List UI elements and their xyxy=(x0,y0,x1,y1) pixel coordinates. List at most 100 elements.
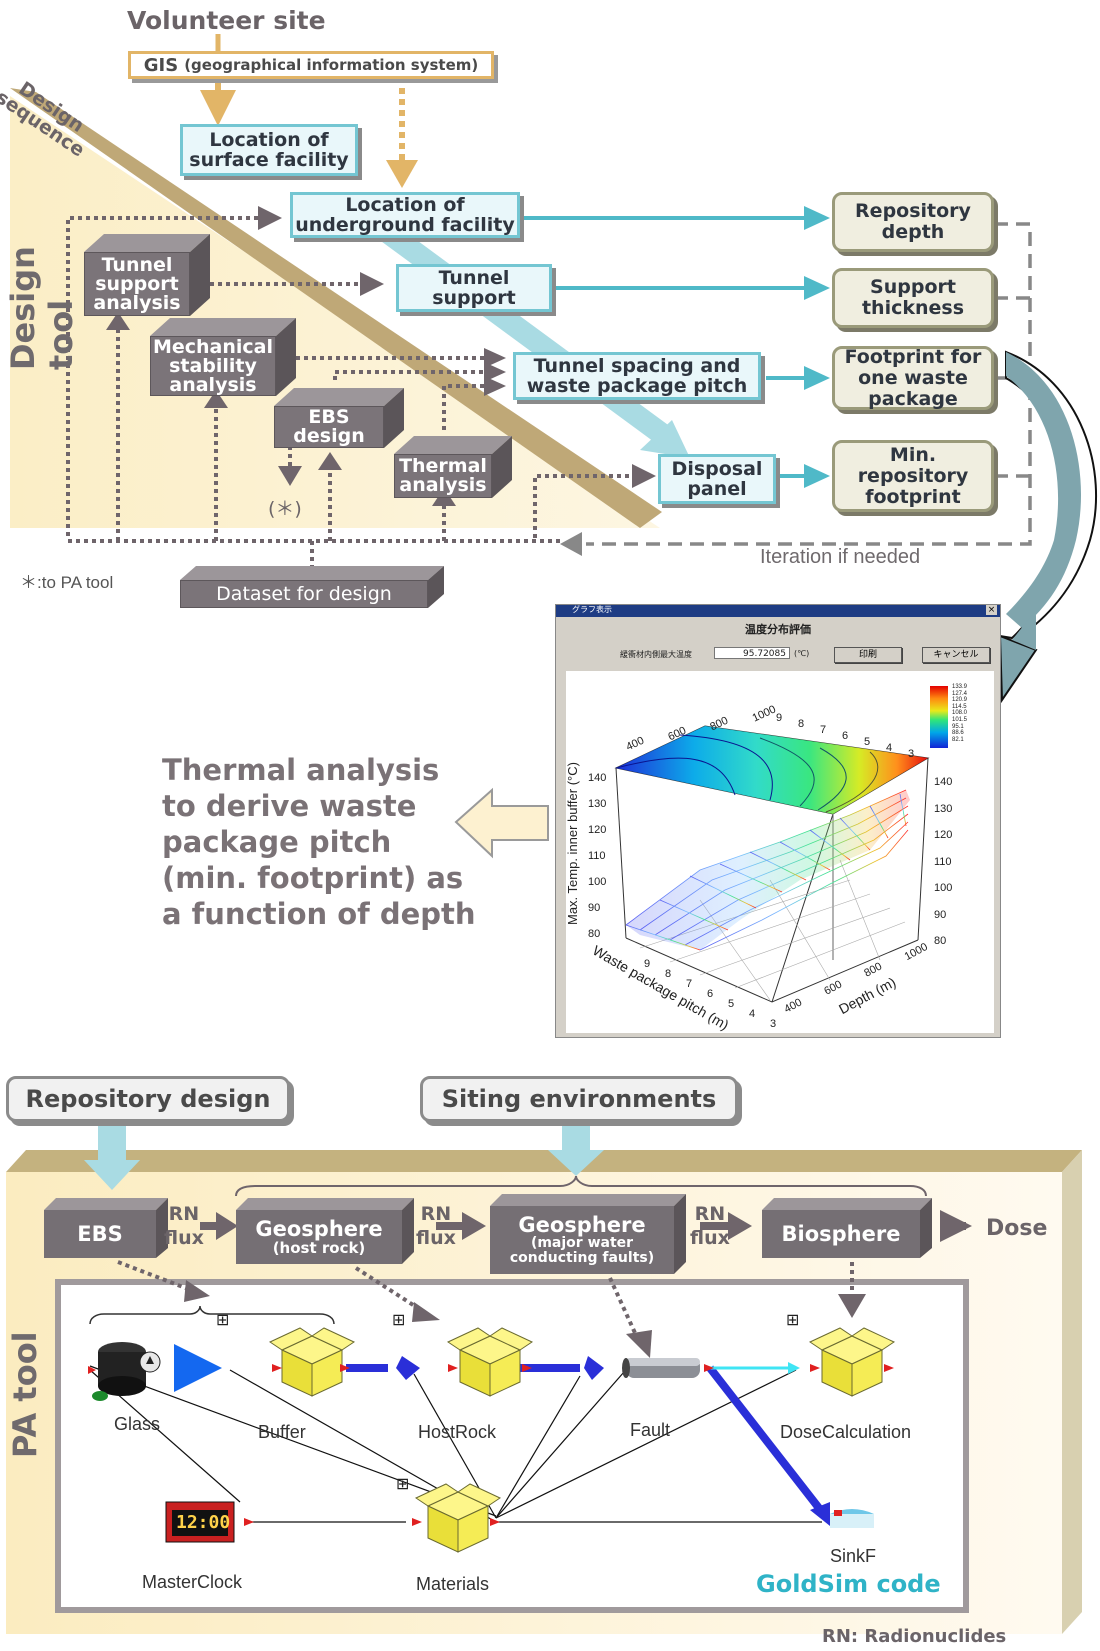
legend-tick-5: 101.5 xyxy=(952,717,968,723)
legend-tick-4: 108.0 xyxy=(952,710,968,717)
location-underground-box: Location of underground facility xyxy=(290,192,520,238)
cancel-button[interactable]: キャンセル xyxy=(922,647,990,663)
goldsim-code-label: GoldSim code xyxy=(756,1570,941,1598)
masterclock-label: MasterClock xyxy=(142,1572,243,1592)
y-tick-left-0: 140 xyxy=(588,772,607,784)
left-arrow xyxy=(454,787,549,859)
volunteer-site-label: Volunteer site xyxy=(127,6,326,35)
unit-label: (℃) xyxy=(794,649,810,658)
legend-tick-1: 127.4 xyxy=(952,690,968,697)
pitch-tick-bottom-6: 3 xyxy=(770,1018,777,1030)
sinkf-label: SinkF xyxy=(830,1546,877,1566)
thermal-line-1: Thermal analysis xyxy=(162,753,440,787)
fault-label: Fault xyxy=(630,1420,671,1440)
ebs-label: EBS xyxy=(77,1222,123,1246)
y-tick-left-6: 80 xyxy=(588,928,601,940)
ebs-box: EBS xyxy=(44,1210,156,1258)
y-tick-left-3: 110 xyxy=(588,850,606,862)
materials-icon xyxy=(414,1483,502,1553)
y-tick-right-4: 100 xyxy=(934,882,953,894)
dose-label: Dose xyxy=(986,1216,1048,1241)
legend-tick-0: 133.9 xyxy=(952,684,968,690)
hostrock-icon xyxy=(446,1327,534,1397)
iteration-label: Iteration if needed xyxy=(760,546,921,568)
y-tick-right-6: 80 xyxy=(934,935,947,947)
expand-icon-4[interactable]: ⊞ xyxy=(396,1474,410,1493)
output-support-thickness: Support thickness xyxy=(832,268,994,328)
window-title: グラフ表示 xyxy=(572,605,612,614)
buffer-label: Buffer xyxy=(258,1422,306,1442)
graph-window: グラフ表示 × 温度分布評価 緩衝材内側最大温度 95.72085 (℃) 印刷… xyxy=(555,604,1001,1038)
tunnel-spacing-box: Tunnel spacing and waste package pitch xyxy=(513,352,761,400)
repository-design-header: Repository design xyxy=(6,1076,290,1122)
geosphere-faults-sub: (major water conducting faults) xyxy=(509,1235,655,1266)
pitch-tick-bottom-0: 9 xyxy=(644,958,651,970)
glass-label: Glass xyxy=(114,1414,161,1434)
source-triangle xyxy=(174,1344,222,1392)
pitch-tick-bottom-3: 6 xyxy=(707,988,714,1000)
sequence-cyan-arrow xyxy=(353,203,677,449)
print-button[interactable]: 印刷 xyxy=(834,647,902,663)
y-tick-right-2: 120 xyxy=(934,829,953,841)
output-repository-depth: Repository depth xyxy=(832,192,994,252)
rn-label-3: RN xyxy=(694,1203,726,1225)
pitch-tick-top-1: 8 xyxy=(798,718,805,730)
legend-tick-7: 88.6 xyxy=(952,730,964,737)
dosecalculation-icon xyxy=(808,1327,896,1397)
flux-label-1: flux xyxy=(164,1227,204,1249)
masterclock-icon xyxy=(165,1501,235,1543)
pitch-tick-top-3: 6 xyxy=(842,730,849,742)
output-min-footprint: Min. repository footprint xyxy=(832,440,994,512)
flux-label-2: flux xyxy=(416,1227,456,1249)
legend-tick-2: 120.9 xyxy=(952,697,968,704)
y-tick-right-3: 110 xyxy=(934,855,952,868)
thermal-analysis-box: Thermal analysis xyxy=(394,454,492,498)
dataset-box: Dataset for design xyxy=(180,580,428,608)
thermal-line-5: a function of depth xyxy=(162,897,476,931)
legend-tick-6: 95.1 xyxy=(952,723,964,730)
pitch-tick-top-0: 9 xyxy=(776,712,783,724)
pitch-tick-bottom-4: 5 xyxy=(728,998,735,1010)
expand-icon-3[interactable]: ⊞ xyxy=(786,1310,800,1329)
gis-box: GIS (geographical information system) xyxy=(128,51,494,79)
legend-tick-8: 82.1 xyxy=(952,736,964,743)
surface-chart xyxy=(614,686,948,1003)
pitch-tick-top-5: 4 xyxy=(886,742,893,754)
sinkf-icon xyxy=(830,1509,874,1528)
expand-icon-2[interactable]: ⊞ xyxy=(392,1310,406,1329)
rn-note: RN: Radionuclides xyxy=(822,1626,1007,1647)
buffer-icon xyxy=(268,1327,356,1397)
pitch-tick-bottom-5: 4 xyxy=(749,1008,756,1020)
thermal-line-4: (min. footprint) as xyxy=(162,861,464,895)
output-footprint-one-package: Footprint for one waste package xyxy=(832,346,994,410)
hostrock-label: HostRock xyxy=(418,1422,497,1442)
window-close-button[interactable]: × xyxy=(986,605,997,615)
color-legend xyxy=(930,686,948,748)
gray-box-3d-tops xyxy=(84,234,512,608)
max-temp-field[interactable]: 95.72085 xyxy=(714,647,790,659)
max-temp-field-label: 緩衝材内側最大温度 xyxy=(620,650,692,659)
mechanical-stability-box: Mechanical stability analysis xyxy=(150,336,276,396)
glass-icon xyxy=(88,1342,222,1401)
fault-icon xyxy=(622,1358,700,1378)
flux-label-3: flux xyxy=(690,1227,730,1249)
asterisk-marker: (＊) xyxy=(268,498,302,520)
geosphere-host-rock-box: Geosphere (host rock) xyxy=(236,1210,402,1264)
biosphere-label: Biosphere xyxy=(781,1222,901,1246)
disposal-panel-box: Disposal panel xyxy=(658,454,776,504)
top-contour-surface xyxy=(616,726,928,814)
pitch-tick-top-2: 7 xyxy=(820,724,827,736)
geosphere-faults-label: Geosphere xyxy=(518,1213,646,1237)
expand-icon-1[interactable]: ⊞ xyxy=(216,1310,230,1329)
pitch-tick-top-6: 3 xyxy=(908,748,915,760)
y-tick-left-4: 100 xyxy=(588,876,607,888)
ebs-design-box: EBS design xyxy=(274,406,384,448)
pitch-tick-top-4: 5 xyxy=(864,736,871,748)
y-tick-right-0: 140 xyxy=(934,776,953,788)
